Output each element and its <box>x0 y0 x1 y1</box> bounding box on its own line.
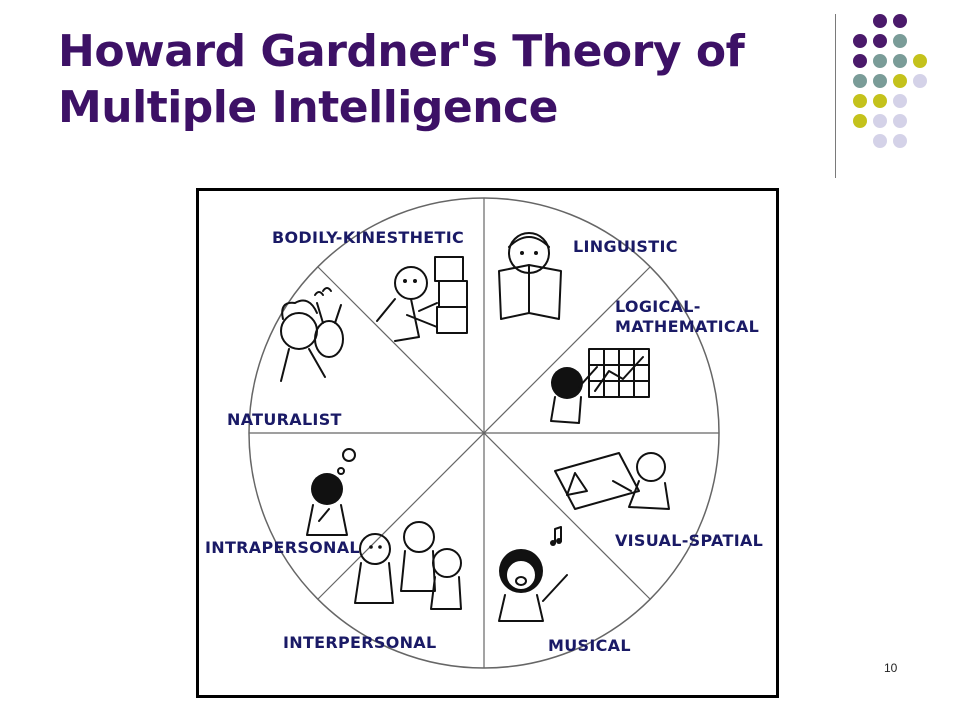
label-visual-spatial: VISUAL-SPATIAL <box>615 531 763 550</box>
decor-dot <box>873 94 887 108</box>
decor-dot <box>873 54 887 68</box>
interpersonal-illustration <box>354 521 462 610</box>
decor-dot <box>853 74 867 88</box>
visual-spatial-illustration <box>554 452 670 510</box>
page-number: 10 <box>884 661 898 675</box>
decor-dot <box>853 94 867 108</box>
wheel <box>248 197 720 669</box>
decor-dot <box>893 134 907 148</box>
decor-dot <box>873 74 887 88</box>
label-logical-line2: MATHEMATICAL <box>615 317 759 336</box>
linguistic-illustration <box>498 232 562 320</box>
intrapersonal-illustration <box>306 448 356 536</box>
title-line-2: Multiple Intelligence <box>58 82 558 133</box>
label-logical-line1: LOGICAL- <box>615 297 701 316</box>
label-naturalist: NATURALIST <box>227 410 342 429</box>
decor-dot <box>853 54 867 68</box>
decor-dot <box>893 114 907 128</box>
decor-dot <box>873 34 887 48</box>
decor-dot <box>913 74 927 88</box>
decor-dot <box>853 114 867 128</box>
slide-title: Howard Gardner's Theory of Multiple Inte… <box>58 24 818 136</box>
decor-dot <box>873 14 887 28</box>
decorative-dot-grid <box>853 14 927 148</box>
decor-dot <box>873 114 887 128</box>
label-musical: MUSICAL <box>548 636 631 655</box>
decor-dot <box>893 54 907 68</box>
label-linguistic: LINGUISTIC <box>573 237 678 256</box>
title-line-1: Howard Gardner's Theory of <box>58 26 745 77</box>
vertical-divider <box>835 14 836 178</box>
label-interpersonal: INTERPERSONAL <box>283 633 436 652</box>
label-intrapersonal: INTRAPERSONAL <box>205 538 360 557</box>
decor-dot <box>853 34 867 48</box>
logical-mathematical-illustration <box>550 348 650 424</box>
bodily-kinesthetic-illustration <box>376 256 468 342</box>
naturalist-illustration <box>280 287 344 382</box>
decor-dot <box>893 94 907 108</box>
decor-dot <box>893 34 907 48</box>
label-bodily-kinesthetic: BODILY-KINESTHETIC <box>272 228 464 247</box>
intelligences-wheel-figure: BODILY-KINESTHETIC LINGUISTIC LOGICAL- M… <box>196 188 779 698</box>
decor-dot <box>913 54 927 68</box>
musical-illustration <box>498 526 568 622</box>
decor-dot <box>873 134 887 148</box>
decor-dot <box>893 14 907 28</box>
decor-dot <box>893 74 907 88</box>
